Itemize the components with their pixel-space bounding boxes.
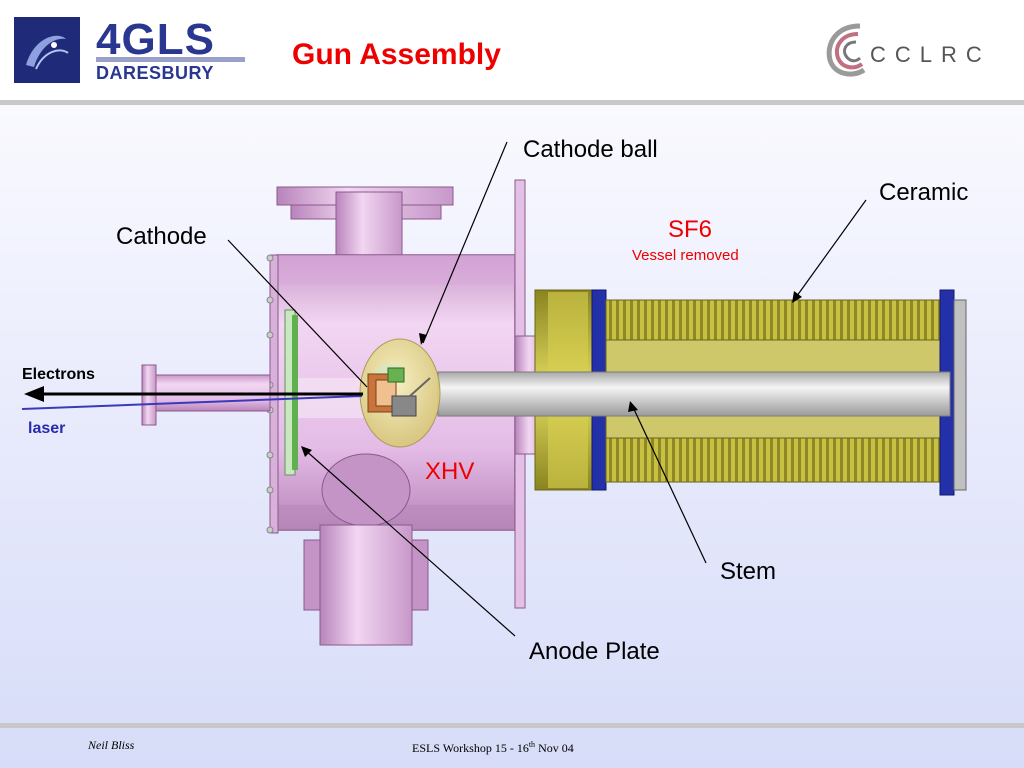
- logo-cclrc-text: CCLRC: [870, 42, 991, 67]
- footer-divider: [0, 723, 1024, 728]
- footer-event-prefix: ESLS Workshop 15 - 16: [412, 741, 529, 755]
- leader-ceramic: [793, 199, 867, 301]
- label-cathode-ball: Cathode ball: [523, 136, 658, 163]
- label-anode-plate: Anode Plate: [529, 638, 660, 665]
- 4gls-swirl-icon: [14, 17, 80, 83]
- logo-4gls-text: 4GLS: [96, 15, 215, 64]
- label-sf6: SF6: [668, 216, 713, 243]
- cathode: [367, 367, 431, 417]
- footer-author: Neil Bliss: [88, 738, 135, 752]
- label-xhv: XHV: [425, 458, 475, 485]
- logo-daresbury-text: DARESBURY: [96, 63, 214, 83]
- logo-4gls-daresbury: 4GLS DARESBURY: [14, 15, 245, 83]
- leader-cathode: [227, 239, 368, 388]
- electron-beam-arrow: [24, 386, 363, 402]
- cclrc-swirl-icon: [826, 23, 866, 77]
- label-vessel-removed: Vessel removed: [632, 247, 739, 264]
- label-cathode: Cathode: [116, 223, 207, 250]
- bottom-port: [303, 453, 429, 646]
- footer-event-suffix: Nov 04: [535, 741, 574, 755]
- leader-stem: [631, 404, 707, 564]
- leader-cathode-ball: [422, 141, 508, 344]
- footer-event-sup: th: [528, 740, 536, 749]
- page-title: Gun Assembly: [292, 38, 501, 71]
- label-stem: Stem: [720, 558, 777, 585]
- label-laser: laser: [28, 420, 66, 437]
- leader-anode-plate: [303, 448, 516, 637]
- logo-cclrc: CCLRC: [818, 12, 996, 88]
- stem: [437, 371, 951, 417]
- label-ceramic: Ceramic: [879, 179, 969, 206]
- label-electrons: Electrons: [22, 366, 95, 383]
- laser-beam: [21, 395, 363, 410]
- logo-divider: [96, 57, 245, 62]
- footer-event: ESLS Workshop 15 - 16th Nov 04: [412, 740, 574, 756]
- header-divider: [0, 100, 1024, 105]
